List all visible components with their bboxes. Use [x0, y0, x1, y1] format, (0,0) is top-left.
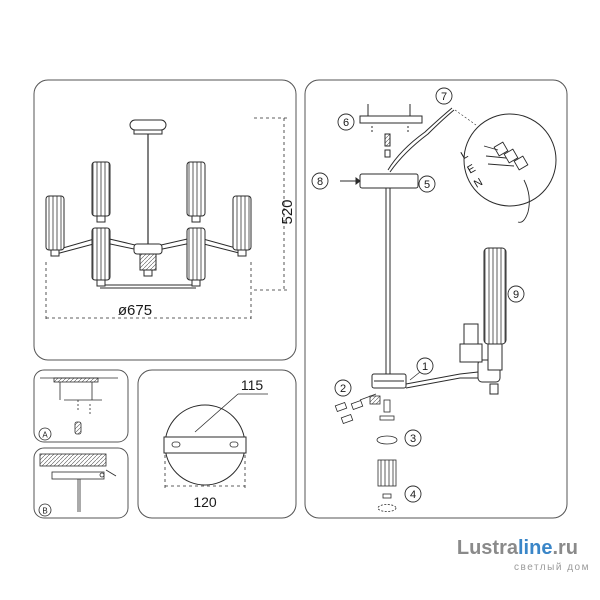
brand-main: Lustra [457, 537, 519, 559]
wiring-detail: L E N [454, 109, 557, 223]
svg-text:3: 3 [410, 433, 416, 445]
inset-a-panel: A [33, 369, 129, 443]
svg-text:Lustraline.ru: Lustraline.ru [457, 537, 578, 559]
diameter-dimension [45, 262, 252, 322]
mounting-plate-panel: 115 120 [137, 369, 297, 519]
height-dimension [254, 117, 290, 291]
svg-text:4: 4 [410, 489, 416, 501]
plate-diameter-label: 120 [193, 494, 217, 510]
mounting-bar [163, 436, 247, 454]
callout-1: 1 [409, 357, 434, 381]
callout-5: 5 [418, 175, 436, 193]
callout-6: 6 [337, 113, 355, 131]
shade-inner-lower-left [91, 227, 111, 287]
svg-text:7: 7 [441, 91, 447, 103]
brand-tagline: светлый дом [514, 562, 590, 573]
socket-cage [377, 459, 397, 487]
shade-outer-right [232, 195, 252, 257]
inset-b-panel: B [33, 447, 129, 519]
supply-wire [387, 107, 453, 171]
wiring-letter-l: L [459, 149, 470, 162]
ceiling-bracket [359, 104, 423, 158]
brand-tld: .ru [552, 537, 578, 559]
svg-text:6: 6 [343, 117, 349, 129]
svg-text:8: 8 [317, 176, 323, 188]
callout-4: 4 [404, 485, 422, 503]
plate-offset-label: 115 [241, 377, 264, 393]
assembly-canopy [340, 173, 419, 189]
finial [377, 493, 397, 512]
callout-9: 9 [507, 285, 525, 303]
svg-text:9: 9 [513, 289, 519, 301]
inset-b-label: B [42, 507, 47, 516]
svg-text:5: 5 [424, 179, 430, 191]
callout-8: 8 [311, 172, 329, 190]
callout-7: 7 [435, 87, 453, 105]
shade-and-holder [459, 247, 507, 395]
washer [376, 415, 398, 445]
assembly-panel: L E N [304, 79, 568, 519]
shade-inner-upper-right [186, 161, 206, 223]
shade-inner-upper-left [91, 161, 111, 223]
svg-text:2: 2 [340, 383, 346, 395]
canopy [129, 119, 167, 135]
callout-3: 3 [404, 429, 422, 447]
inset-a-label: A [42, 431, 48, 440]
svg-text:1: 1 [422, 361, 428, 373]
assembly-hub [371, 371, 479, 389]
brand-accent: line [518, 537, 552, 559]
diameter-label: ø675 [118, 302, 152, 319]
small-parts [334, 393, 391, 425]
hub [133, 243, 163, 277]
height-label: 520 [279, 199, 296, 224]
shade-inner-lower-right [186, 227, 206, 287]
front-view-panel: 520 ø675 [33, 79, 297, 361]
shade-outer-left [45, 195, 65, 257]
callout-2: 2 [334, 379, 352, 397]
watermark-logo: Lustraline.ru светлый дом [457, 537, 590, 573]
